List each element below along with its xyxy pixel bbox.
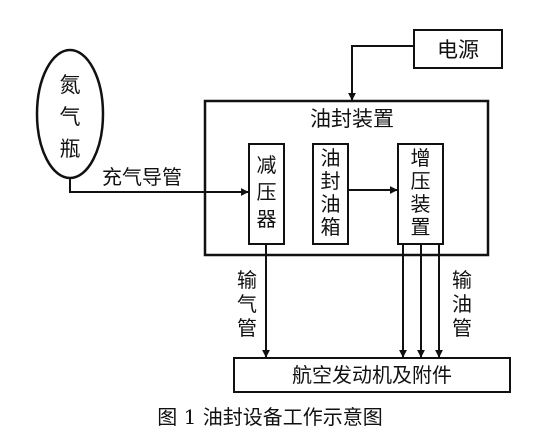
engine-box xyxy=(233,357,511,393)
figure-caption: 图 1 油封设备工作示意图 xyxy=(157,405,382,429)
air-supply-pipe-label-1: 输 xyxy=(237,268,257,292)
pressure-reducer-label-3: 器 xyxy=(257,207,277,231)
booster-label-1: 增 xyxy=(411,146,431,170)
engine-label: 航空发动机及附件 xyxy=(292,363,452,387)
power-connector xyxy=(348,45,414,101)
oil-supply-pipe-label-1: 输 xyxy=(452,268,472,292)
oil-supply-pipe-label-3: 管 xyxy=(452,316,472,340)
air-supply-pipe-label-3: 管 xyxy=(237,316,257,340)
oil-seal-tank-label-4: 箱 xyxy=(321,215,341,239)
oil-seal-device-box xyxy=(203,99,490,257)
nitrogen-bottle-label-2: 气 xyxy=(60,105,81,129)
oil-seal-tank-label-3: 油 xyxy=(321,192,341,216)
oil-seal-tank-label-2: 封 xyxy=(321,169,341,193)
nitrogen-bottle-label-1: 氮 xyxy=(60,73,81,97)
oil-supply-pipe-label-2: 油 xyxy=(452,292,472,316)
gas-pipe-label: 充气导管 xyxy=(102,165,182,189)
pressure-reducer-label-1: 减 xyxy=(257,153,277,177)
power-label: 电源 xyxy=(437,38,479,62)
power-box xyxy=(413,29,503,69)
air-supply-pipe-label-2: 气 xyxy=(237,292,257,316)
oil-seal-tank-label-1: 油 xyxy=(321,146,341,170)
oil-seal-device-label: 油封装置 xyxy=(310,107,394,131)
booster-label-3: 装 xyxy=(411,192,431,216)
booster-label-2: 压 xyxy=(411,169,431,193)
nitrogen-bottle-label-3: 瓶 xyxy=(60,137,81,161)
gas-pipe-arrow xyxy=(69,178,249,196)
oil-seal-tank-box xyxy=(312,143,349,245)
pressure-reducer-label-2: 压 xyxy=(257,180,277,204)
booster-label-4: 置 xyxy=(411,215,431,239)
